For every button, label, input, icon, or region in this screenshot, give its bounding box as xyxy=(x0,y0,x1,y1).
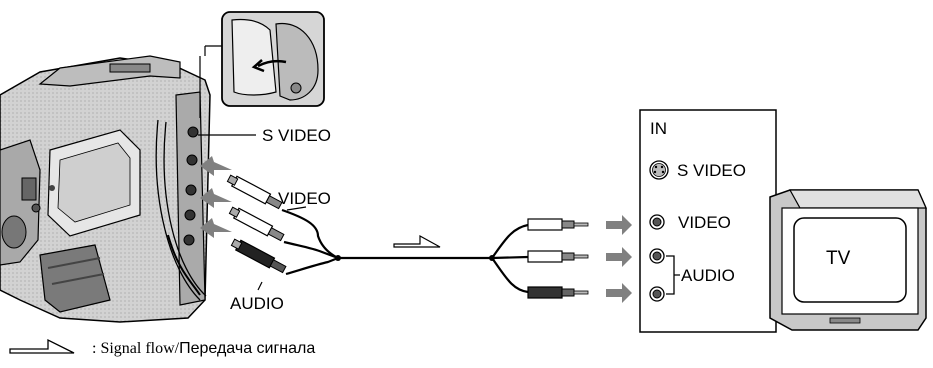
audio-jack-left-icon xyxy=(649,248,665,264)
legend-separator: : xyxy=(92,340,101,357)
camera-plugs xyxy=(226,174,287,274)
tv-panel-in-label: IN xyxy=(650,119,667,138)
signal-flow-arrow xyxy=(393,234,441,248)
signal-flow-legend-text: : Signal flow/Передача сигнала xyxy=(92,340,315,358)
legend-slash: / xyxy=(174,340,180,357)
tv-cables xyxy=(491,223,529,294)
signal-flow-legend-arrow-icon xyxy=(9,338,75,354)
tv-panel-audio-label: AUDIO xyxy=(681,266,735,285)
tv-input-panel: IN S VIDEO VIDEO AUDIO xyxy=(639,109,777,333)
audio-jack-right-icon xyxy=(649,286,665,302)
video-plug-leader-line xyxy=(286,206,307,211)
signal-flow-legend: : Signal flow/Передача сигнала xyxy=(8,336,315,362)
tv-panel-s-video-label: S VIDEO xyxy=(677,161,746,180)
tv-set-illustration: TV xyxy=(769,189,927,331)
camcorder-video-label: VIDEO xyxy=(278,189,331,208)
video-jack-icon xyxy=(649,214,665,230)
legend-signal-flow-en: Signal flow xyxy=(100,340,175,357)
tv-plugs xyxy=(527,218,589,299)
camcorder-illustration xyxy=(0,55,211,323)
jack-cover-inset xyxy=(204,11,325,107)
camcorder-s-video-label: S VIDEO xyxy=(262,126,331,145)
s-video-jack-icon xyxy=(649,160,669,180)
legend-signal-flow-ru: Передача сигнала xyxy=(179,340,316,357)
audio-plug-leader-line xyxy=(257,281,263,291)
camcorder-audio-label: AUDIO xyxy=(230,294,284,313)
tv-signal-arrows xyxy=(606,215,632,303)
tv-panel-video-label: VIDEO xyxy=(678,213,731,232)
audio-bracket xyxy=(666,255,680,295)
camera-cables xyxy=(281,208,339,276)
camera-signal-arrows xyxy=(200,156,232,238)
tv-screen-label: TV xyxy=(826,248,851,269)
